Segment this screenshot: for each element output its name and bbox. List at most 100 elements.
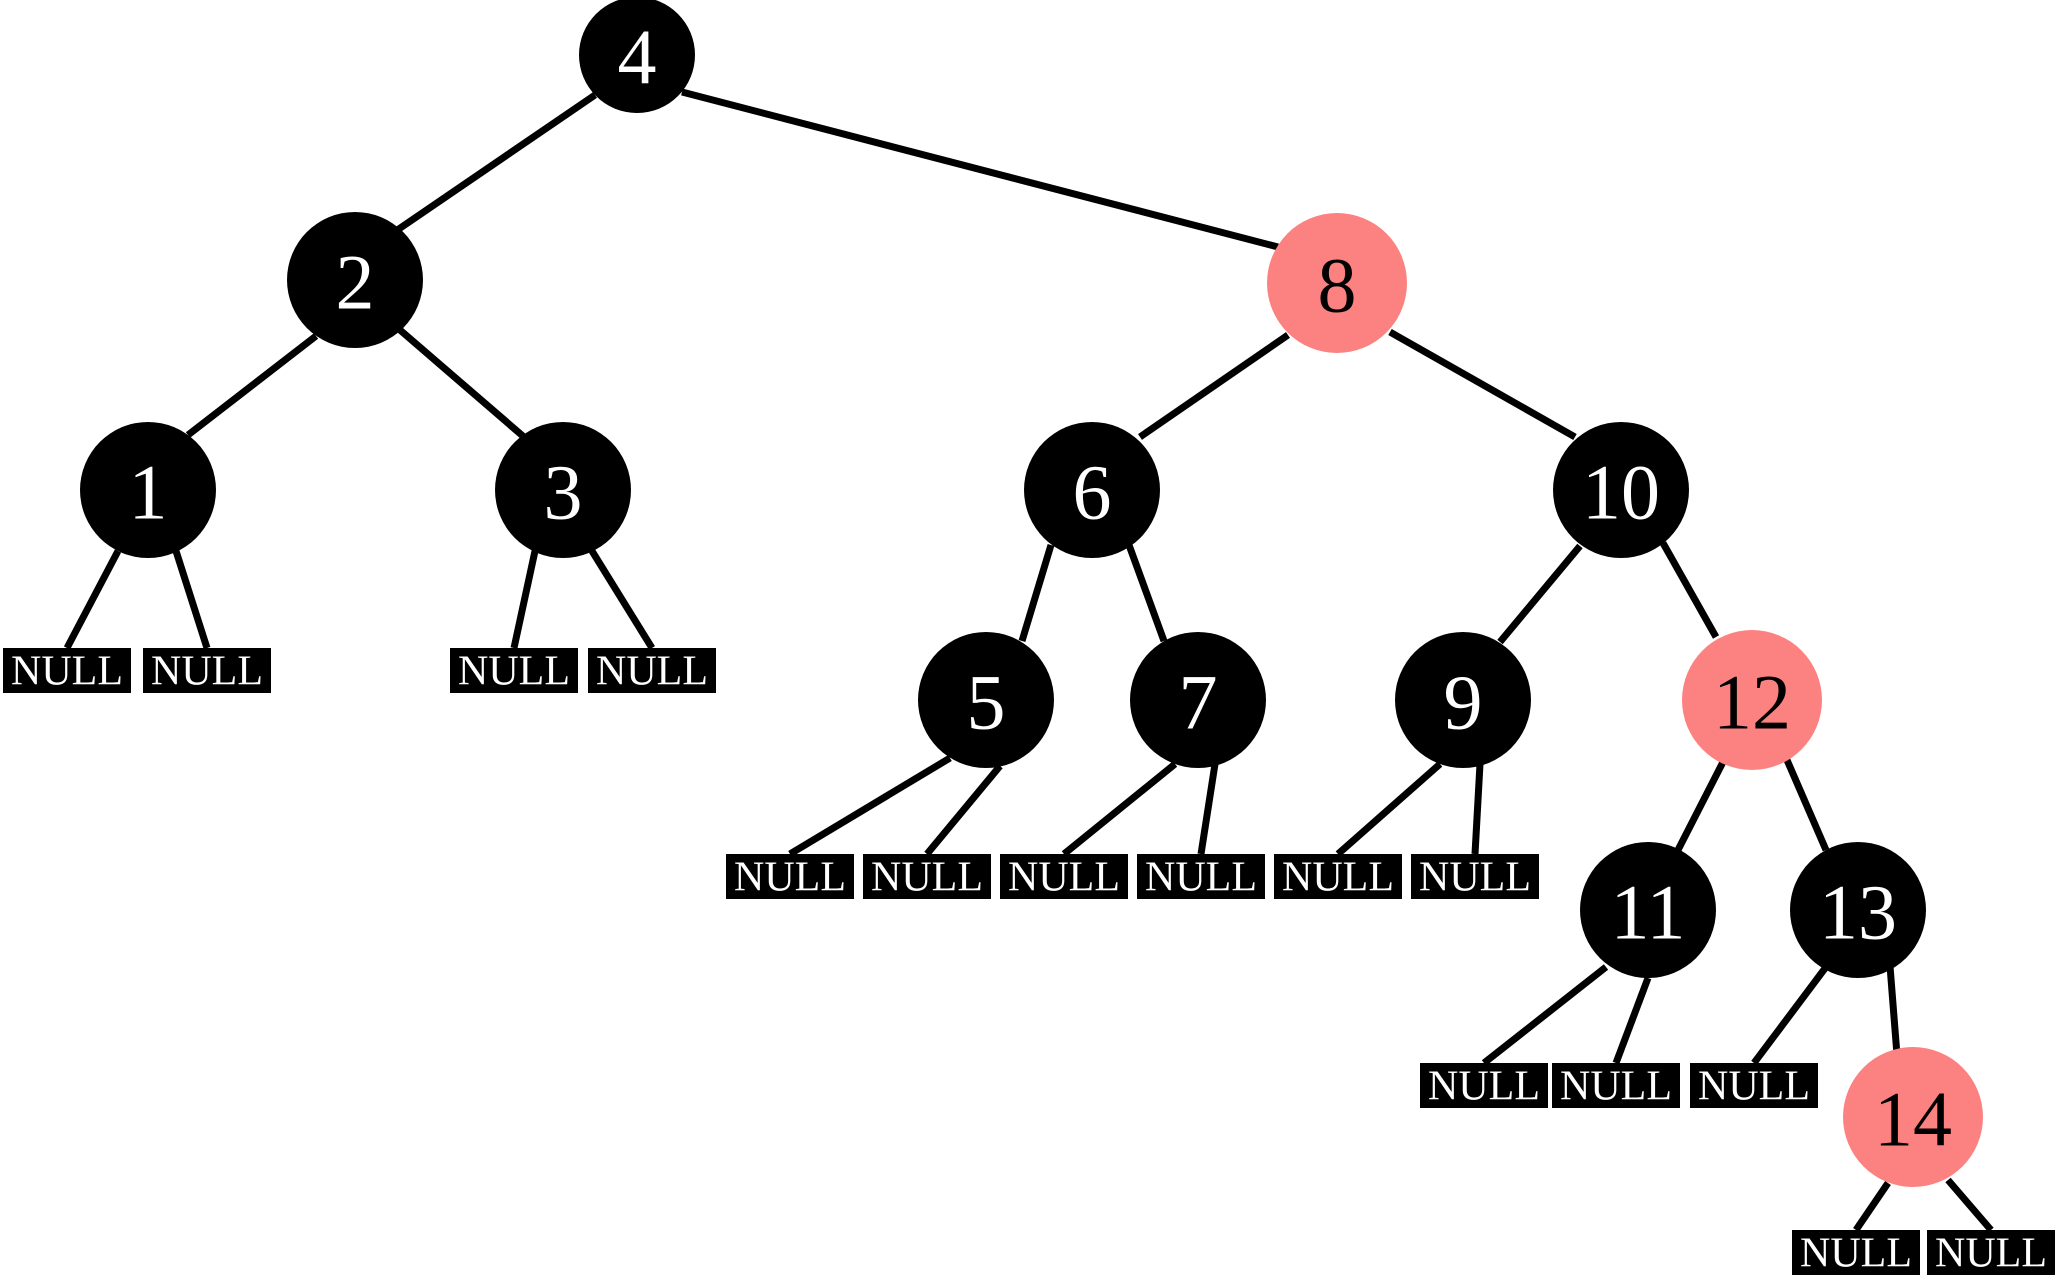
- null-leaf-node: NULL: [1274, 854, 1402, 901]
- null-box-label: NULL: [1800, 1231, 1912, 1277]
- tree-edge: [1945, 1177, 1994, 1233]
- null-box-background: [143, 648, 271, 693]
- null-box-label: NULL: [1698, 1064, 1810, 1110]
- null-leaf-node: NULL: [863, 854, 991, 901]
- tree-edge: [1853, 1181, 1891, 1232]
- null-box-background: [1420, 1063, 1548, 1108]
- null-boxes-layer: NULL NULL NULL NULL NULL NULL NULL NULL NULL NULL…: [3, 648, 2055, 1277]
- null-box-label: NULL: [151, 649, 263, 695]
- tree-node-10: 10: [1553, 422, 1689, 558]
- null-leaf-node: NULL: [143, 648, 271, 695]
- black-node-circle: [1024, 422, 1160, 558]
- black-node-circle: [1790, 842, 1926, 978]
- black-node-circle: [1395, 632, 1531, 768]
- null-box-background: [863, 854, 991, 899]
- tree-edge: [1197, 763, 1219, 855]
- tree-node-2: 2: [287, 212, 423, 348]
- null-leaf-node: NULL: [450, 648, 578, 695]
- tree-edge: [681, 88, 1279, 251]
- node-key-label: 11: [1610, 869, 1685, 956]
- black-node-circle: [287, 212, 423, 348]
- null-box-label: NULL: [458, 649, 570, 695]
- null-box-background: [1690, 1063, 1818, 1108]
- null-leaf-node: NULL: [1420, 1063, 1548, 1110]
- tree-edge: [1674, 760, 1727, 852]
- null-leaf-node: NULL: [1137, 854, 1265, 901]
- tree-node-7: 7: [1130, 632, 1266, 768]
- tree-edge: [1783, 758, 1830, 852]
- null-box-label: NULL: [1428, 1064, 1540, 1110]
- node-key-label: 8: [1318, 242, 1357, 329]
- null-box-label: NULL: [1008, 855, 1120, 901]
- null-leaf-node: NULL: [1000, 854, 1128, 901]
- null-box-label: NULL: [1935, 1231, 2047, 1277]
- null-leaf-node: NULL: [1927, 1230, 2055, 1277]
- tree-node-14: 14: [1843, 1047, 1983, 1187]
- null-leaf-node: NULL: [1792, 1230, 1920, 1277]
- black-node-circle: [1553, 422, 1689, 558]
- null-box-background: [726, 854, 854, 899]
- null-box-label: NULL: [1145, 855, 1257, 901]
- null-box-background: [1411, 854, 1539, 899]
- null-leaf-node: NULL: [1690, 1063, 1818, 1110]
- tree-node-13: 13: [1790, 842, 1926, 978]
- black-node-circle: [918, 632, 1054, 768]
- node-key-label: 9: [1444, 659, 1483, 746]
- tree-edge: [1751, 964, 1829, 1066]
- black-node-circle: [80, 422, 216, 558]
- black-node-circle: [495, 422, 631, 558]
- null-box-label: NULL: [1419, 855, 1531, 901]
- null-box-label: NULL: [1282, 855, 1394, 901]
- tree-edge: [1471, 763, 1484, 855]
- tree-edge: [924, 763, 1003, 857]
- tree-edge: [1612, 976, 1652, 1065]
- node-key-label: 12: [1713, 659, 1791, 746]
- node-key-label: 1: [129, 449, 168, 536]
- tree-node-9: 9: [1395, 632, 1531, 768]
- tree-edge: [397, 327, 527, 440]
- null-box-background: [1552, 1063, 1680, 1108]
- edges-layer: [63, 88, 1994, 1233]
- null-box-label: NULL: [871, 855, 983, 901]
- tree-node-6: 6: [1024, 422, 1160, 558]
- null-box-label: NULL: [1560, 1064, 1672, 1110]
- tree-edge: [788, 754, 952, 858]
- null-box-background: [588, 648, 716, 693]
- tree-edge: [1481, 964, 1609, 1066]
- tree-node-1: 1: [80, 422, 216, 558]
- tree-edge: [1018, 543, 1055, 643]
- null-box-label: NULL: [596, 649, 708, 695]
- tree-edge: [1388, 328, 1577, 441]
- node-key-label: 13: [1819, 869, 1897, 956]
- null-leaf-node: NULL: [726, 854, 854, 901]
- node-key-label: 14: [1874, 1076, 1952, 1163]
- tree-edge: [589, 549, 655, 650]
- null-box-background: [1274, 854, 1402, 899]
- null-box-background: [450, 648, 578, 693]
- null-leaf-node: NULL: [588, 648, 716, 695]
- node-key-label: 3: [544, 449, 583, 536]
- tree-edge: [1886, 965, 1901, 1056]
- red-node-circle: [1267, 213, 1407, 353]
- red-node-circle: [1843, 1047, 1983, 1187]
- null-box-background: [1137, 854, 1265, 899]
- tree-node-3: 3: [495, 422, 631, 558]
- tree-node-4: 4: [579, 0, 695, 113]
- tree-edge: [388, 92, 597, 238]
- tree-edge: [1125, 543, 1168, 643]
- node-key-label: 4: [618, 14, 657, 101]
- node-key-label: 10: [1582, 449, 1660, 536]
- tree-edge: [510, 550, 539, 649]
- tree-node-5: 5: [918, 632, 1054, 768]
- node-key-label: 7: [1179, 659, 1218, 746]
- null-box-label: NULL: [734, 855, 846, 901]
- null-box-background: [1927, 1230, 2055, 1275]
- null-leaf-node: NULL: [3, 648, 131, 695]
- tree-edge: [1497, 543, 1583, 645]
- null-leaf-node: NULL: [1552, 1063, 1680, 1110]
- tree-edge: [1138, 332, 1290, 440]
- tree-edge: [1659, 541, 1720, 639]
- node-key-label: 6: [1073, 449, 1112, 536]
